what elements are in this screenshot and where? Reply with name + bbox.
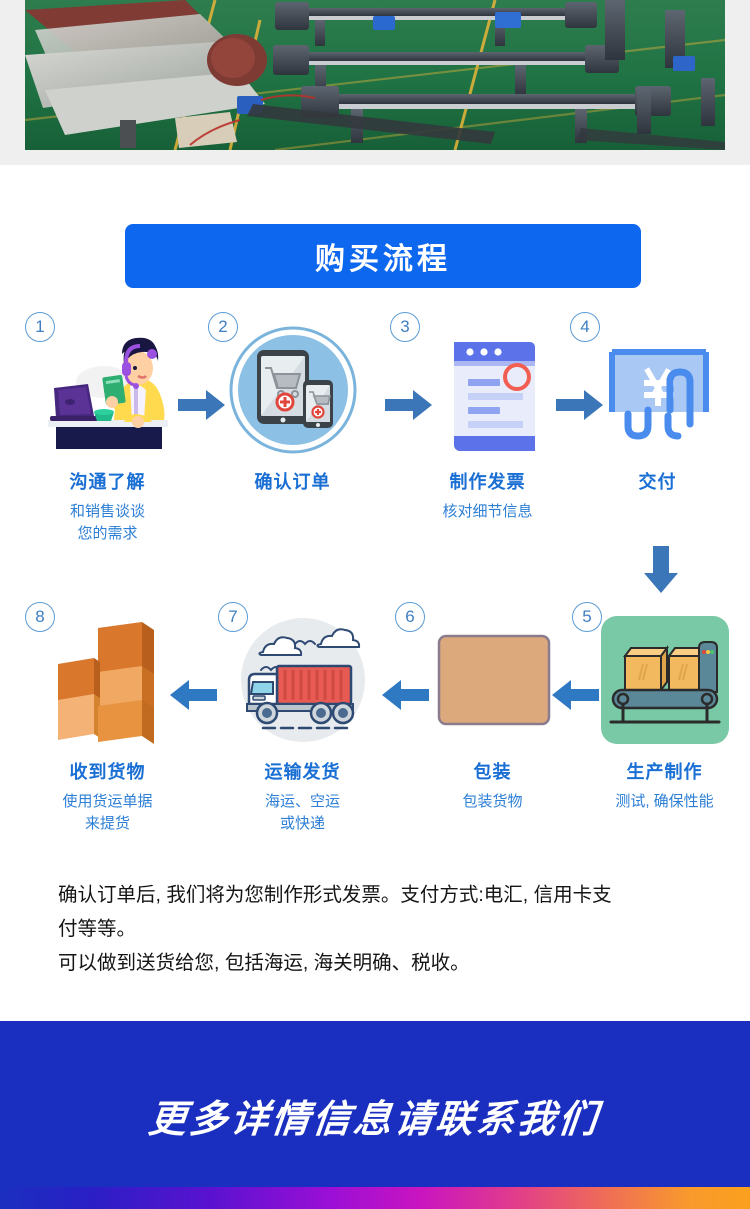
step-subtitle-5: 测试, 确保性能 bbox=[615, 793, 714, 810]
contact-us-text: 更多详情信息请联系我们 bbox=[146, 1098, 603, 1141]
flow-step-3: 3 bbox=[390, 306, 580, 523]
step-subtitle-7: 海运、空运或快递 bbox=[264, 793, 340, 832]
flow-row-2: 8 bbox=[0, 596, 750, 856]
conveyor-belt-production-icon bbox=[599, 614, 731, 746]
invoice-document-icon bbox=[422, 324, 554, 456]
step-number-badge-2: 2 bbox=[208, 312, 238, 342]
flow-step-8: 8 bbox=[15, 596, 200, 835]
step-number-3: 3 bbox=[390, 312, 420, 342]
step-number-badge-5: 5 bbox=[572, 602, 602, 632]
flow-step-1: 1 bbox=[15, 306, 200, 545]
step-subtitle-6: 包装货物 bbox=[462, 793, 523, 810]
step-number-8: 8 bbox=[25, 602, 55, 632]
flow-step-6: 6 包装 包装货物 bbox=[395, 596, 585, 813]
step-number-2: 2 bbox=[208, 312, 238, 342]
step-title-6: 包装 bbox=[473, 762, 512, 782]
step-title-4: 交付 bbox=[638, 472, 677, 492]
arrow-down-icon bbox=[640, 546, 682, 599]
step-number-1: 1 bbox=[25, 312, 55, 342]
flow-step-7: 7 bbox=[210, 596, 395, 835]
step-title-5: 生产制作 bbox=[626, 762, 703, 782]
para-line-2: 付等等。 bbox=[58, 918, 137, 941]
section-title-banner: 购买流程 bbox=[125, 224, 641, 288]
step-number-badge-3: 3 bbox=[390, 312, 420, 342]
customer-service-agent-icon bbox=[42, 324, 174, 456]
order-description-text: 确认订单后, 我们将为您制作形式发票。支付方式:电汇, 信用卡支 付等等。 可以… bbox=[58, 878, 698, 980]
para-line-3: 可以做到送货给您, 包括海运, 海关明确、税收。 bbox=[58, 952, 470, 975]
step-number-badge-1: 1 bbox=[25, 312, 55, 342]
flow-step-2: 2 bbox=[200, 306, 385, 494]
step-number-4: 4 bbox=[570, 312, 600, 342]
step-number-6: 6 bbox=[395, 602, 425, 632]
carton-box-icon bbox=[427, 614, 559, 746]
step-number-badge-8: 8 bbox=[25, 602, 55, 632]
page-title: 购买流程 bbox=[315, 243, 451, 276]
step-title-8: 收到货物 bbox=[69, 762, 146, 782]
arrow-left-icon bbox=[552, 678, 600, 717]
step-subtitle-1: 和销售谈谈您的需求 bbox=[69, 503, 145, 542]
hero-photo-band bbox=[0, 0, 750, 165]
arrow-right-icon bbox=[556, 388, 604, 427]
step-title-7: 运输发货 bbox=[264, 762, 341, 782]
purchase-flow-diagram: 1 bbox=[0, 306, 750, 856]
hand-holding-yuan-banknote-icon bbox=[592, 324, 724, 456]
step-number-5: 5 bbox=[572, 602, 602, 632]
arrow-left-icon bbox=[382, 678, 430, 717]
step-title-1: 沟通了解 bbox=[69, 472, 146, 492]
contact-us-banner: 更多详情信息请联系我们 bbox=[0, 1021, 750, 1209]
para-line-1: 确认订单后, 我们将为您制作形式发票。支付方式:电汇, 信用卡支 bbox=[58, 884, 612, 906]
arrow-left-icon bbox=[170, 678, 218, 717]
step-subtitle-8: 使用货运单据来提货 bbox=[62, 793, 153, 832]
step-number-7: 7 bbox=[218, 602, 248, 632]
step-number-badge-6: 6 bbox=[395, 602, 425, 632]
arrow-right-icon bbox=[385, 388, 433, 427]
flow-step-5: 5 bbox=[572, 596, 750, 813]
arrow-right-icon bbox=[178, 388, 226, 427]
factory-production-line-photo bbox=[25, 0, 725, 150]
factory-photo-frame bbox=[25, 0, 725, 150]
gradient-strip bbox=[0, 1187, 750, 1209]
flow-step-4: 4 bbox=[565, 306, 750, 494]
step-number-badge-7: 7 bbox=[218, 602, 248, 632]
step-number-badge-4: 4 bbox=[570, 312, 600, 342]
step-subtitle-3: 核对细节信息 bbox=[442, 503, 533, 520]
stacked-cartons-icon bbox=[42, 614, 174, 746]
tablet-phone-shopping-cart-icon bbox=[227, 324, 359, 456]
step-title-2: 确认订单 bbox=[254, 472, 331, 492]
flow-row-1: 1 bbox=[0, 306, 750, 593]
container-truck-icon bbox=[237, 614, 369, 746]
step-title-3: 制作发票 bbox=[449, 472, 526, 492]
